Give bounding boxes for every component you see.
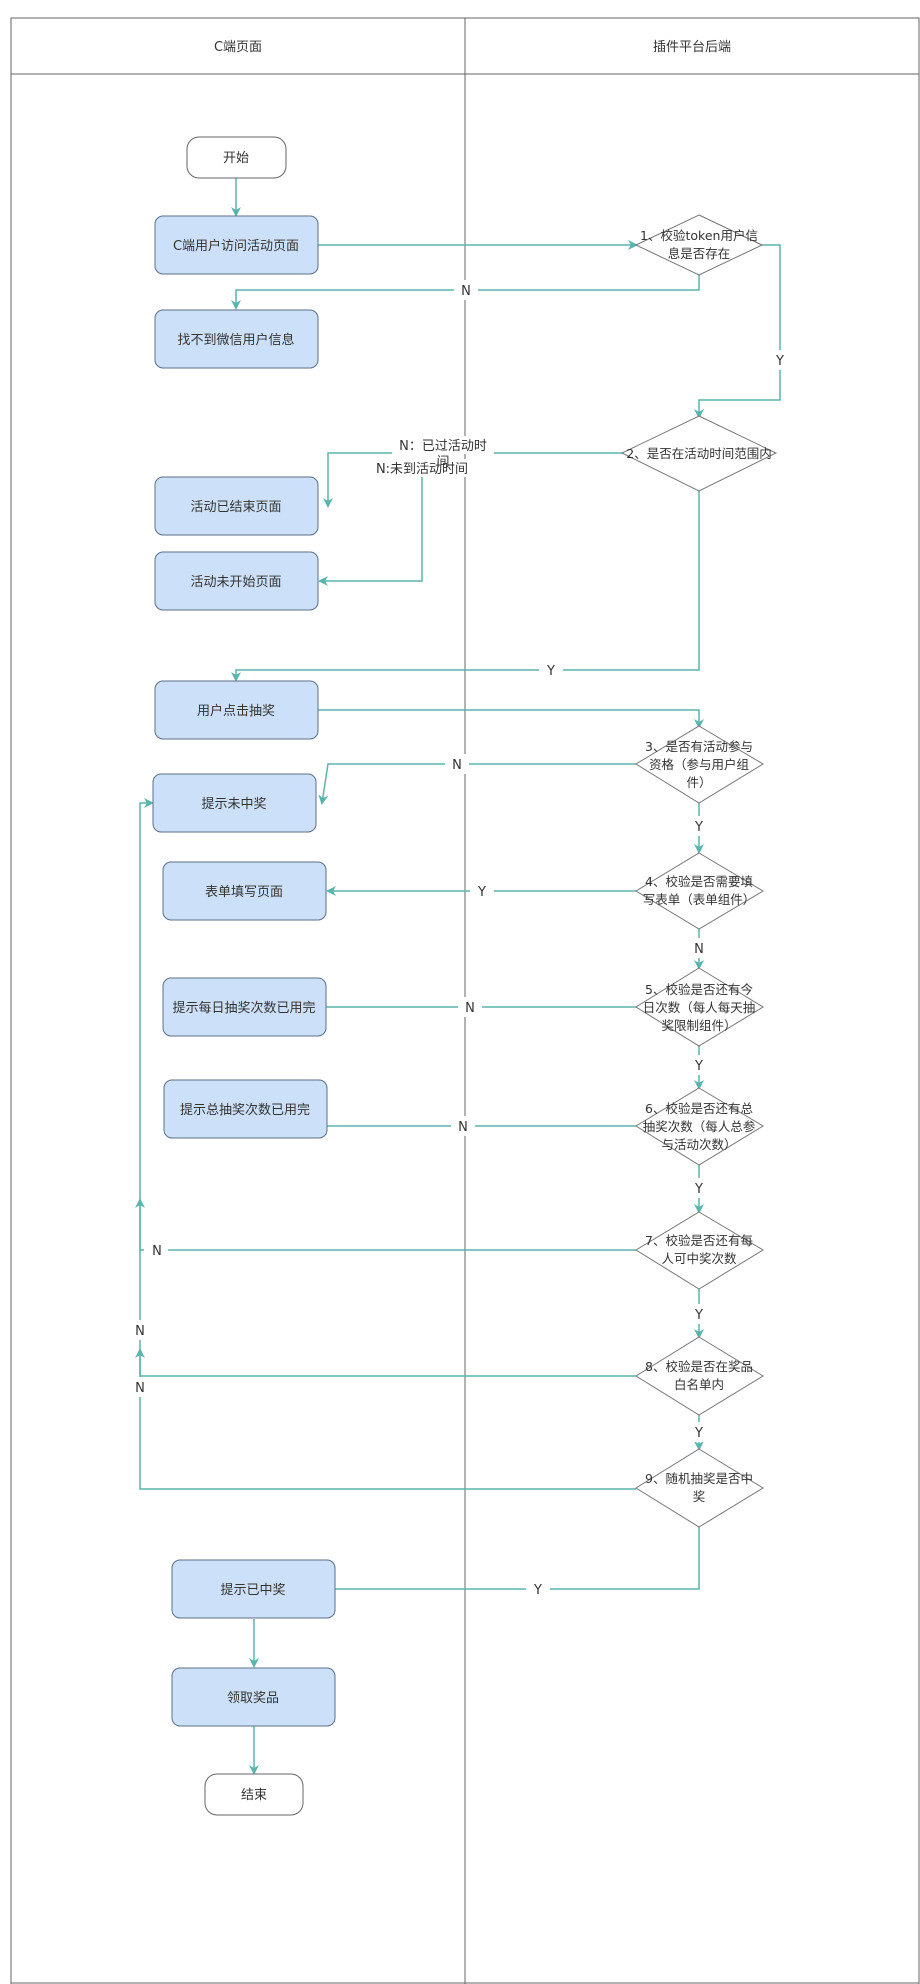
edge-label-d9-yes: Y	[533, 1583, 542, 1598]
process-boxes	[152, 215, 336, 1727]
edge-label-backgrounds	[128, 280, 792, 1599]
diamond-d9	[635, 1448, 764, 1528]
lane-title-right: 插件平台后端	[653, 40, 731, 55]
edge-d2-ended	[323, 452, 628, 508]
diamond-d7	[635, 1211, 764, 1290]
box-not-started-label: 活动未开始页面	[190, 575, 281, 590]
box-ended	[154, 476, 319, 536]
box-won	[171, 1559, 336, 1619]
diamond-d3-line-2: 资格（参与用户组	[649, 757, 749, 772]
decision-diamonds	[620, 214, 778, 1528]
box-not-started	[154, 551, 319, 611]
box-daily-used	[162, 977, 327, 1037]
edge-d9-won	[316, 1526, 700, 1594]
edge-label-d2-not-started: N:未到活动时间	[376, 462, 468, 477]
terminal-start-label: 开始	[223, 151, 249, 166]
diamond-d2-line-1: 2、是否在活动时间范围内	[626, 446, 771, 461]
box-daily-used-label: 提示每日抽奖次数已用完	[172, 1000, 315, 1016]
edge-label-d5-yes: Y	[694, 1059, 703, 1074]
edge-label-d4-no: N	[694, 942, 704, 957]
edge-d8-no-win	[135, 1198, 636, 1377]
edge-label-d9-no: N	[135, 1381, 145, 1396]
diamond-d8-line-2: 白名单内	[674, 1377, 724, 1392]
box-visit	[154, 215, 319, 275]
diamond-d5	[635, 967, 764, 1047]
box-ended-label: 活动已结束页面	[190, 500, 281, 515]
diamond-d1-line-1: 1、校验token用户信	[640, 228, 758, 243]
diamond-d3-line-3: 件）	[686, 775, 711, 790]
edge-label-d1-no: N	[461, 284, 471, 299]
edge-label-d1-yes: Y	[775, 354, 784, 369]
edge-d7-no-win	[139, 798, 636, 1251]
terminal-start: 开始	[186, 136, 287, 179]
diamond-d5-line-3: 奖限制组件）	[661, 1018, 736, 1033]
edge-label-d7-no: N	[152, 1244, 162, 1259]
diamond-d4-line-2: 写表单（表单组件）	[643, 892, 756, 907]
box-total-used-label: 提示总抽奖次数已用完	[180, 1102, 310, 1118]
diamond-d2	[620, 415, 778, 492]
edge-label-d2-ended-2: 间	[436, 455, 449, 470]
box-form	[162, 861, 327, 921]
diamond-d5-line-1: 5、校验是否还有今	[645, 982, 753, 997]
box-user-draw-label: 用户点击抽奖	[197, 703, 275, 719]
box-no-wechat	[154, 309, 319, 369]
edge-label-d3-yes: Y	[694, 820, 703, 835]
edge-label-d8-yes: Y	[694, 1426, 703, 1441]
box-total-used	[163, 1079, 328, 1139]
terminal-end-label: 结束	[241, 1788, 267, 1803]
edge-label-d8-no: N	[135, 1324, 145, 1339]
box-no-win	[152, 773, 317, 833]
diamond-d7-line-2: 人可中奖次数	[661, 1251, 737, 1266]
diamond-d7-line-1: 7、校验是否还有每	[645, 1233, 753, 1248]
diamond-d6	[635, 1087, 764, 1166]
box-form-label: 表单填写页面	[205, 885, 283, 900]
diamond-d8-line-1: 8、校验是否在奖品	[645, 1359, 753, 1374]
edge-draw-d3	[318, 709, 704, 729]
edge-label-d6-yes: Y	[694, 1182, 703, 1197]
edge-d2-draw	[231, 490, 700, 682]
box-claim	[171, 1667, 336, 1727]
edge-label-d4-yes: Y	[477, 885, 486, 900]
edge-d9-no-win	[135, 1348, 636, 1490]
diamond-d1-line-2: 息是否存在	[668, 246, 731, 261]
edge-label-d5-no: N	[465, 1001, 475, 1016]
diamond-d6-line-3: 与活动次数）	[661, 1137, 736, 1152]
edge-d3-no-win	[318, 763, 636, 805]
edge-label-d3-no: N	[452, 758, 462, 773]
edge-d1-d2	[694, 244, 781, 419]
box-no-wechat-label: 找不到微信用户信息	[177, 332, 294, 348]
diamond-d4-line-1: 4、校验是否需要填	[645, 874, 753, 889]
box-won-label: 提示已中奖	[220, 1582, 285, 1598]
diamond-d3	[635, 725, 764, 804]
diamond-d9-line-2: 奖	[693, 1489, 706, 1504]
diamond-d6-line-2: 抽奖次数（每人总参	[643, 1119, 756, 1134]
diamond-d6-line-1: 6、校验是否还有总	[645, 1101, 753, 1116]
edge-label-d2-yes: Y	[546, 664, 555, 679]
edge-label-d7-yes: Y	[694, 1308, 703, 1323]
terminal-end: 结束	[204, 1773, 304, 1816]
box-visit-label: C端用户访问活动页面	[173, 238, 299, 254]
edge-label-d6-no: N	[458, 1120, 468, 1135]
box-claim-label: 领取奖品	[227, 1691, 279, 1706]
diamond-d9-line-1: 9、随机抽奖是否中	[645, 1471, 753, 1486]
edge-label-d2-ended-1: N：已过活动时	[399, 439, 487, 454]
diamond-d8	[635, 1336, 764, 1416]
box-no-win-label: 提示未中奖	[201, 796, 266, 812]
edge-d2-not-started	[318, 470, 423, 586]
diamond-d4	[635, 852, 764, 930]
box-user-draw	[154, 680, 319, 740]
diamond-d3-line-1: 3、是否有活动参与	[645, 739, 753, 754]
lane-title-left: C端页面	[214, 40, 262, 55]
diamond-d1	[634, 214, 764, 276]
diamond-d5-line-2: 日次数（每人每天抽	[643, 1000, 756, 1015]
edges	[135, 178, 781, 1775]
